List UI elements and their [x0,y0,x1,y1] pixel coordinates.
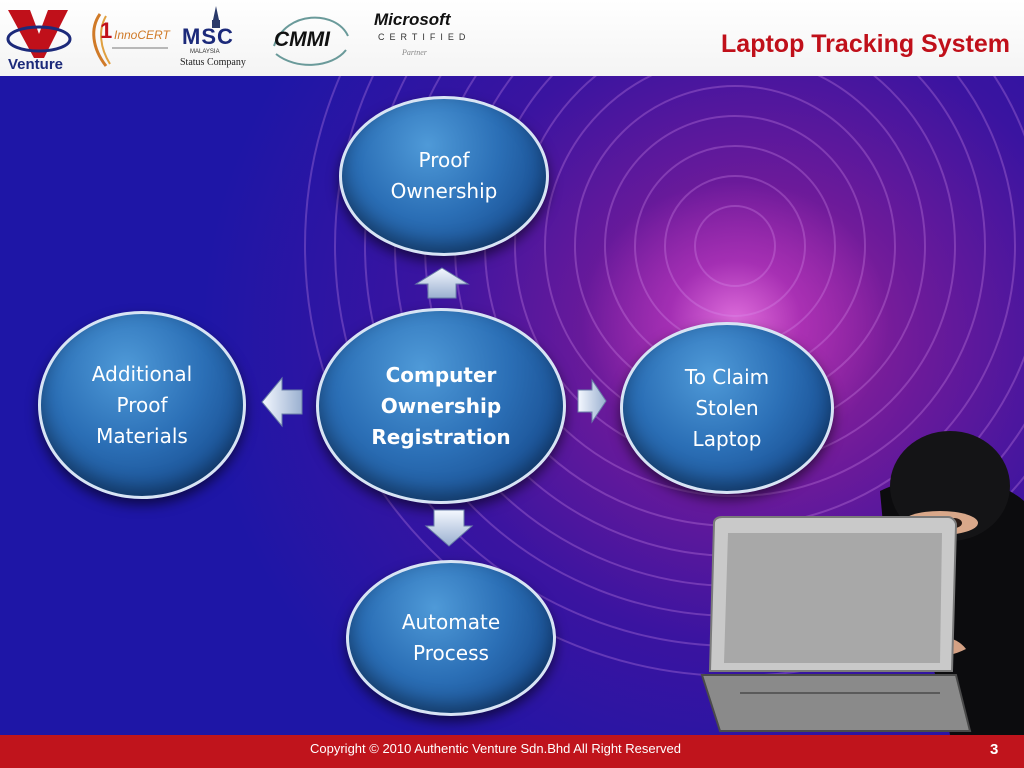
innocert-logo-text: InnoCERT [114,28,170,42]
node-to-claim-stolen-laptop: To Claim Stolen Laptop [620,322,834,494]
microsoft-partner-text: Partner [402,48,427,57]
innocert-logo: 1 InnoCERT [86,8,176,72]
page-number: 3 [990,741,999,758]
msc-logo-text: MSC [182,24,234,49]
node-additional-proof-materials: Additional Proof Materials [38,311,246,499]
node-automate-process: Automate Process [346,560,556,716]
copyright-text: Copyright © 2010 Authentic Venture Sdn.B… [310,741,681,756]
footer-bar: Copyright © 2010 Authentic Venture Sdn.B… [0,735,1024,768]
node-automate-process-label: Automate Process [401,610,501,665]
node-additional-proof-label: Additional Proof Materials [91,361,193,448]
node-to-claim-label: To Claim Stolen Laptop [684,364,770,451]
arrow-down [424,509,474,547]
cmmi-logo-text: CMMI [274,28,330,51]
diagram-background: Proof Ownership Computer Ownership Regis… [0,76,1024,735]
arrow-up [414,267,470,299]
header-bar: Venture 1 InnoCERT MSC MALAYSIA Status C… [0,0,1024,76]
venture-logo: Venture [4,4,74,74]
cmmi-logo: CMMI [266,6,356,72]
microsoft-certified-logo: Microsoft CERTIFIED Partner [372,10,472,70]
arrow-right [577,378,607,424]
node-computer-ownership-registration: Computer Ownership Registration [316,308,566,504]
msc-logo-sub1: MALAYSIA [190,49,220,55]
svg-text:1: 1 [100,18,112,43]
microsoft-logo-text: Microsoft [374,10,451,29]
microsoft-certified-text: CERTIFIED [378,32,471,42]
thief-with-laptop-illustration [700,431,1024,735]
venture-logo-text: Venture [8,56,64,73]
node-proof-ownership: Proof Ownership [339,96,549,256]
msc-logo-sub2: Status Company [180,57,246,68]
msc-logo: MSC MALAYSIA Status Company [178,6,258,72]
node-proof-ownership-label: Proof Ownership [390,148,498,203]
arrow-left [261,376,303,428]
page-title: Laptop Tracking System [721,30,1010,58]
node-center-label: Computer Ownership Registration [371,362,511,449]
